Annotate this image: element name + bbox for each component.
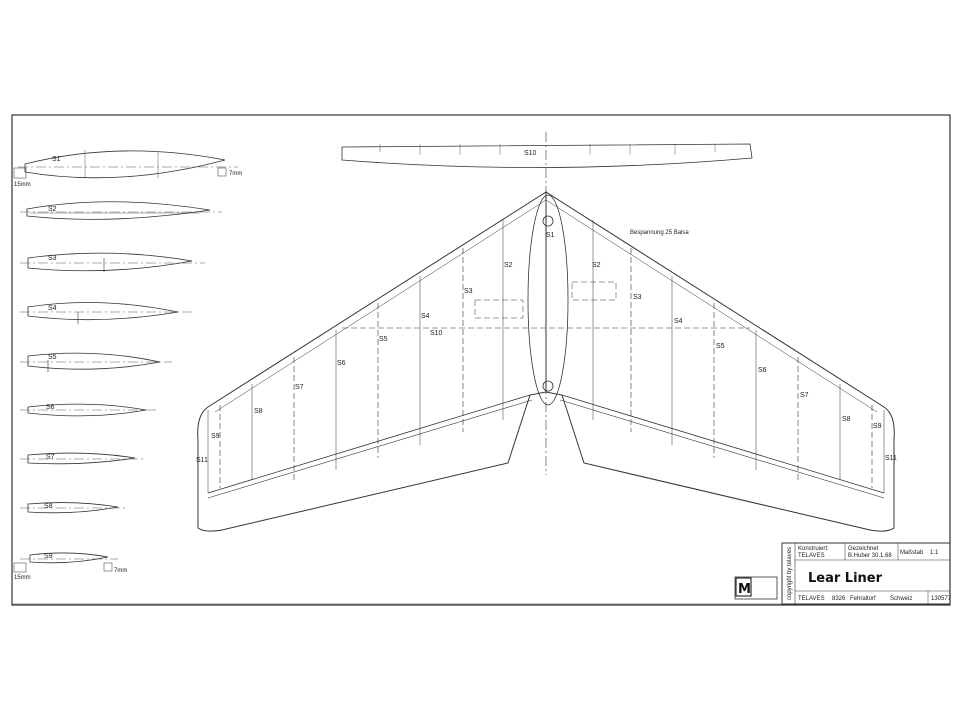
wing-label: S5 — [379, 336, 388, 343]
rib-label: S10 — [524, 150, 537, 157]
gezeichnet-label: Gezeichnet — [848, 546, 879, 552]
wing-label: S2 — [592, 262, 601, 269]
rib-label: S9 — [44, 553, 53, 560]
rib-s7: S7 — [20, 452, 145, 465]
covering-note: Bespannung 25 Balsa — [630, 230, 689, 236]
rib-label: S3 — [48, 255, 57, 262]
dim-small: 7mm — [229, 171, 242, 177]
title-block: Konstruiert: TELAVES Gezeichnet B.Huber … — [781, 542, 952, 605]
wing-label: S4 — [421, 313, 430, 320]
massstab-label: Maßstab — [900, 550, 924, 556]
wing-label: S3 — [464, 288, 473, 295]
rib-label: S1 — [52, 156, 61, 163]
badge-letter: M — [738, 582, 751, 597]
konstruiert-value: TELAVES — [798, 553, 825, 559]
wing-label: S1 — [546, 232, 555, 239]
rib-label: S2 — [48, 206, 57, 213]
company: TELAVES — [798, 596, 825, 602]
rib-s5: S5 — [20, 352, 172, 372]
rib-s4: S4 — [20, 302, 192, 324]
dim-left: 15mm — [14, 182, 31, 188]
wing-label: S8 — [842, 416, 851, 423]
postal: 8326 — [832, 596, 846, 602]
wing-label: S6 — [758, 367, 767, 374]
wing-label: S11 — [885, 455, 897, 462]
massstab-value: 1:1 — [930, 550, 939, 556]
country: Schweiz — [890, 596, 912, 602]
copyright: copyright by telaves — [787, 547, 793, 600]
rib-s6: S6 — [20, 403, 158, 417]
drawing-number: 130577 — [931, 596, 952, 602]
rib-s3: S3 — [20, 252, 205, 272]
wing-label: S9 — [873, 423, 882, 430]
rib-s2: S2 — [20, 201, 222, 220]
city: Fehraltorf — [850, 596, 876, 602]
rib-s1: S1 15mm 7mm — [13, 150, 242, 188]
dim-small-bottom: 7mm — [114, 568, 127, 574]
rib-profiles: S1 15mm 7mm S2 S3 S4 S5 — [13, 150, 242, 581]
dim-left-bottom: 15mm — [14, 575, 31, 581]
drawing-title: Lear Liner — [808, 571, 883, 586]
rib-s8: S8 — [20, 502, 128, 514]
wing-label: S8 — [254, 408, 263, 415]
gezeichnet-value: B.Huber 30.1.68 — [848, 553, 892, 559]
rib-label: S7 — [46, 454, 55, 461]
rib-s10: S10 — [341, 143, 753, 168]
wing-label: S11 — [196, 457, 208, 464]
wing-label: S7 — [295, 384, 304, 391]
wing-label: S3 — [633, 294, 642, 301]
wing-planform: S1 S2 S3 S4 S10 S5 S6 S7 S8 S9 S11 S2 S3… — [196, 191, 897, 532]
wing-label: S2 — [504, 262, 513, 269]
badge-m: M — [734, 576, 778, 600]
wing-label: S6 — [337, 360, 346, 367]
rib-label: S5 — [48, 354, 57, 361]
wing-label: S7 — [800, 392, 809, 399]
wing-label: S5 — [716, 343, 725, 350]
rib-label: S6 — [46, 404, 55, 411]
wing-label: S4 — [674, 318, 683, 325]
wing-label: S10 — [430, 330, 443, 337]
drawing-border — [11, 114, 951, 606]
rib-label: S8 — [44, 503, 53, 510]
rib-s9: S9 15mm 7mm — [13, 552, 127, 581]
wing-label: S9 — [211, 433, 220, 440]
konstruiert-label: Konstruiert: — [798, 546, 829, 552]
rib-label: S4 — [48, 305, 57, 312]
